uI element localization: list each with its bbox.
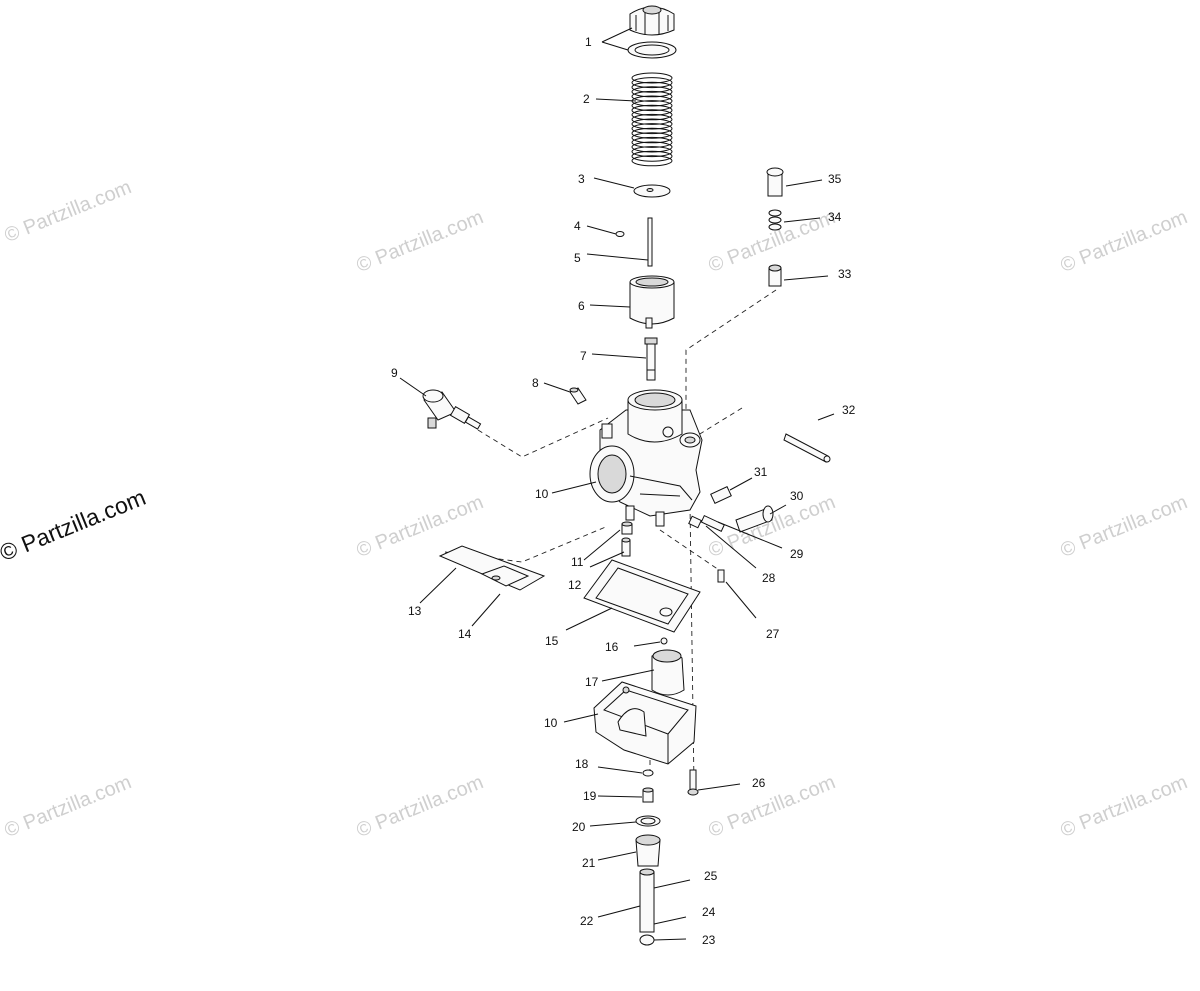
callout-2: 2	[583, 92, 590, 106]
throttle-slide-part-6	[629, 275, 675, 329]
callout-4: 4	[574, 219, 581, 233]
spring-coil	[631, 141, 673, 153]
callout-34: 34	[828, 210, 842, 224]
spring-coil	[631, 155, 673, 167]
callout-21: 21	[582, 856, 596, 870]
air-screw-part-28-31	[688, 486, 774, 533]
callout-19: 19	[583, 789, 597, 803]
callout-32: 32	[842, 403, 856, 417]
callout-30: 30	[790, 489, 804, 503]
callout-27: 27	[766, 627, 780, 641]
spring-coil	[631, 146, 673, 158]
callout-7: 7	[580, 349, 587, 363]
callout-12: 12	[568, 578, 582, 592]
callout-20: 20	[572, 820, 586, 834]
callout-labels: 1 2 3 4 5 6 7 8 9 10 10 11 12 13 14 15 1…	[391, 35, 856, 947]
jets-part-11-12	[621, 521, 633, 557]
pin-part-32	[783, 433, 831, 463]
callout-17: 17	[585, 675, 599, 689]
callout-10-body: 10	[535, 487, 549, 501]
callout-26: 26	[752, 776, 766, 790]
callout-11: 11	[571, 555, 584, 569]
spring-coil	[631, 118, 673, 130]
callout-1: 1	[585, 35, 592, 49]
spring-coil	[631, 90, 673, 102]
spring-coil	[631, 77, 673, 89]
callout-9: 9	[391, 366, 398, 380]
needle-jet-part-7	[644, 337, 658, 381]
spring-coil	[631, 72, 673, 84]
callout-3: 3	[578, 172, 585, 186]
callout-24: 24	[702, 905, 716, 919]
main-jet-stack-part-18-25	[635, 769, 661, 946]
spring-coil	[631, 109, 673, 121]
cap-part-1	[627, 5, 677, 59]
spring-coil	[631, 113, 673, 125]
spring-coil	[631, 127, 673, 139]
spring-coil	[631, 86, 673, 98]
callout-29: 29	[790, 547, 804, 561]
spring-coil	[631, 136, 673, 148]
carburetor-body-part-10	[589, 389, 703, 527]
spring-coil	[631, 100, 673, 112]
idle-screw-part-33-35	[766, 167, 784, 287]
callout-33: 33	[838, 267, 852, 281]
spring-coil	[631, 81, 673, 93]
gasket-part-13-14	[438, 545, 546, 591]
callout-22: 22	[580, 914, 594, 928]
float-part-16-17	[651, 637, 685, 696]
callout-23: 23	[702, 933, 716, 947]
callout-35: 35	[828, 172, 842, 186]
plate-part-3	[633, 184, 671, 198]
callout-25: 25	[704, 869, 718, 883]
spring-coil	[631, 132, 673, 144]
bowl-gasket-part-15	[583, 559, 701, 633]
callout-15: 15	[545, 634, 559, 648]
callout-5: 5	[574, 251, 581, 265]
callout-14: 14	[458, 627, 472, 641]
spring-coil	[631, 150, 673, 162]
fitting-part-27	[717, 569, 725, 583]
callout-8: 8	[532, 376, 539, 390]
callout-13: 13	[408, 604, 422, 618]
spring-coil	[631, 123, 673, 135]
callout-10-bowl: 10	[544, 716, 558, 730]
cylinder-part-8	[569, 387, 587, 405]
callout-31: 31	[754, 465, 768, 479]
clip-needle-part-4-5	[615, 217, 653, 267]
spring-coil	[631, 104, 673, 116]
float-bowl-part-10	[593, 681, 697, 765]
callout-28: 28	[762, 571, 776, 585]
leader-lines	[399, 27, 835, 941]
screw-part-26	[687, 769, 699, 796]
cable-fitting-part-9	[422, 389, 482, 430]
callout-16: 16	[605, 640, 619, 654]
callout-6: 6	[578, 299, 585, 313]
spring-part-2	[631, 72, 673, 167]
callout-18: 18	[575, 757, 589, 771]
